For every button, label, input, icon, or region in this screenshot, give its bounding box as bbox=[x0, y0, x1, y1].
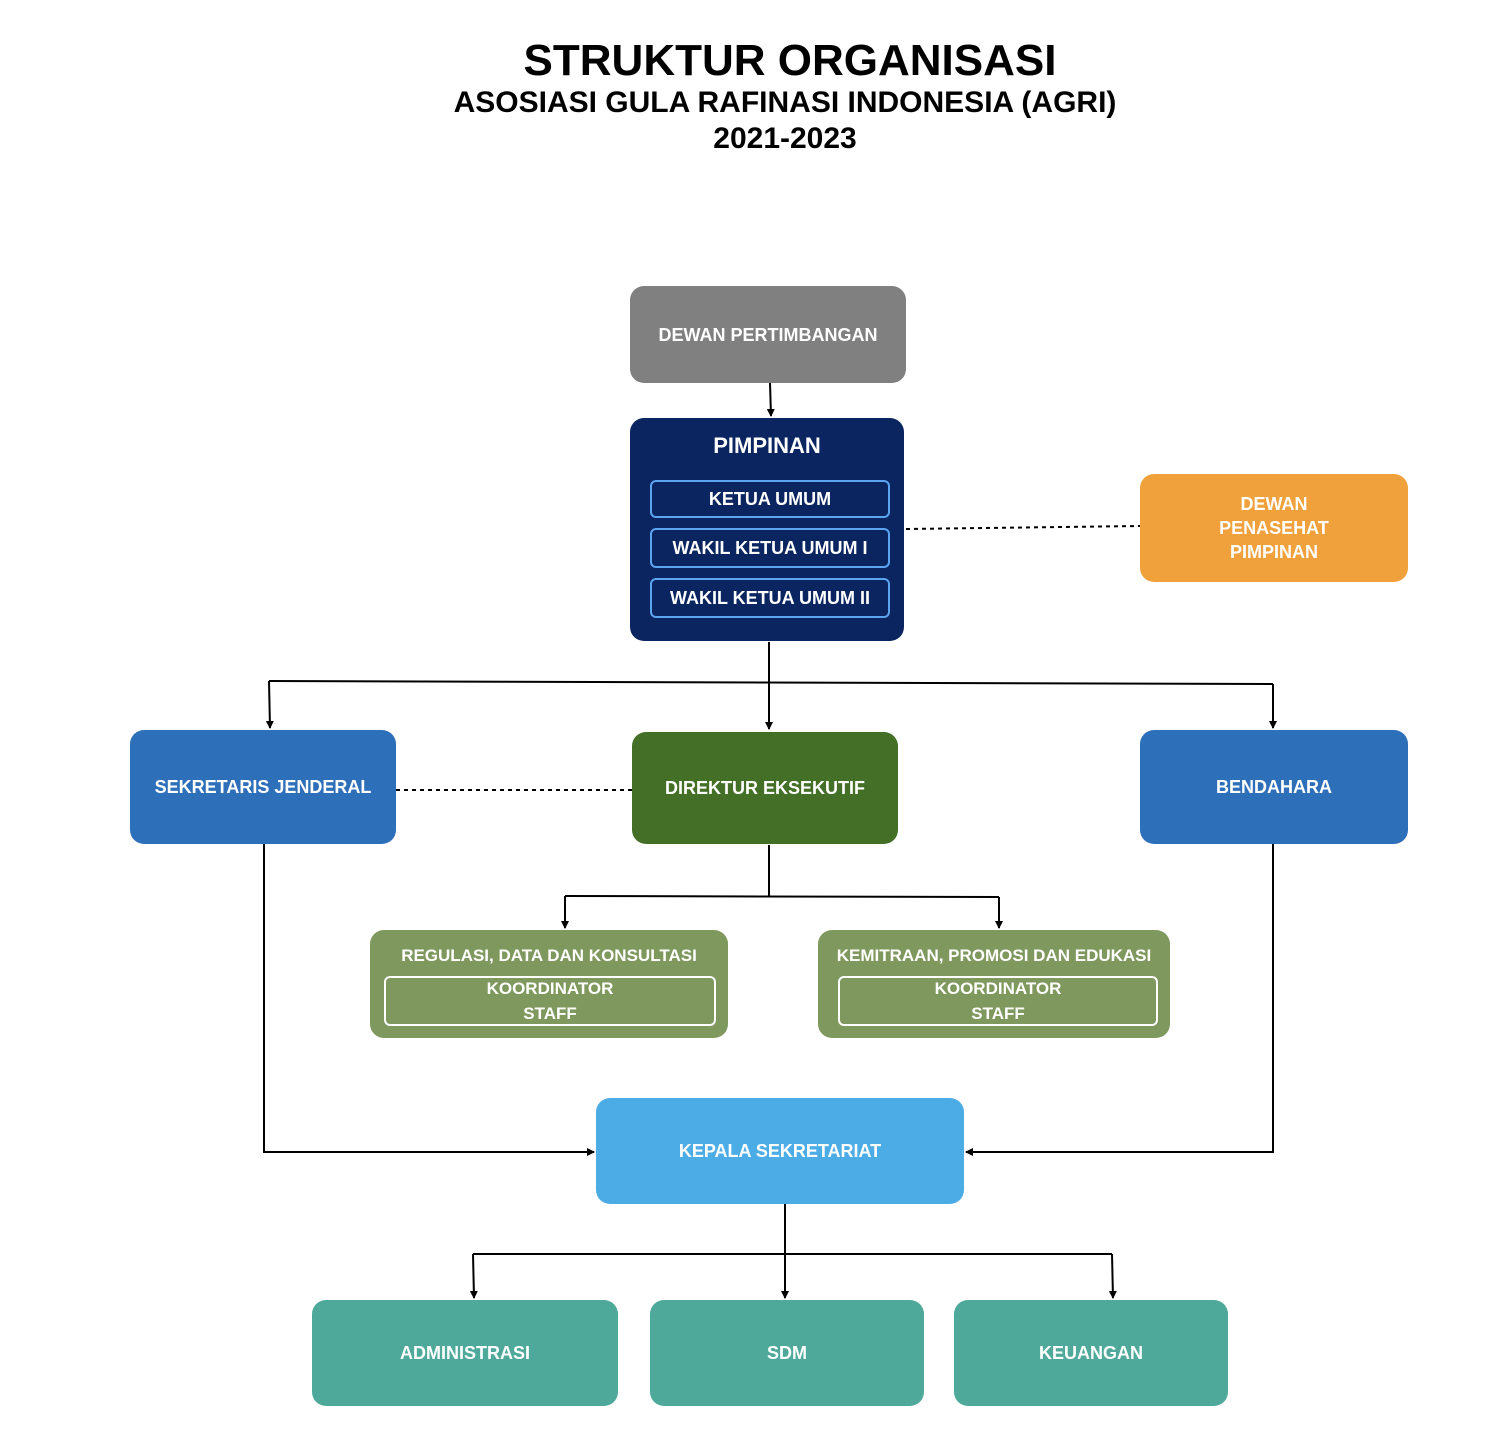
dewan-penasehat-line-3: PIMPINAN bbox=[1229, 542, 1318, 562]
administrasi-label: ADMINISTRASI bbox=[400, 1343, 530, 1363]
connector-pimpinan-penasehat bbox=[905, 525, 1141, 530]
wakil-ketua-umum-i-box: WAKIL KETUA UMUM I bbox=[650, 528, 890, 568]
bendahara-box: BENDAHARA bbox=[1140, 730, 1408, 844]
connector-dp-pimpinan bbox=[766, 382, 775, 417]
connector-sekjen-kepala bbox=[263, 843, 595, 1156]
kemitraan-title: KEMITRAAN, PROMOSI DAN EDUKASI bbox=[836, 946, 1152, 965]
chart-title: STRUKTUR ORGANISASI bbox=[523, 36, 1057, 85]
dewan-pertimbangan-label: DEWAN PERTIMBANGAN bbox=[658, 324, 878, 345]
direktur-eksekutif-box: DIREKTUR EKSEKUTIF bbox=[632, 732, 898, 844]
regulasi-box: REGULASI, DATA DAN KONSULTASI KOORDINATO… bbox=[370, 930, 728, 1038]
dewan-penasehat-line-2: PENASEHAT bbox=[1219, 518, 1329, 538]
connector-division-bar bbox=[564, 895, 1000, 898]
dewan-penasehat-line-1: DEWAN bbox=[1240, 494, 1308, 514]
kemitraan-role-koordinator: KOORDINATOR bbox=[934, 979, 1062, 998]
administrasi-box: ADMINISTRASI bbox=[312, 1300, 618, 1406]
ketua-umum-box: KETUA UMUM bbox=[650, 480, 890, 518]
kemitraan-roles-box: KOORDINATOR STAFF bbox=[838, 976, 1158, 1026]
connector-to-administrasi bbox=[469, 1253, 478, 1299]
dewan-pertimbangan-box: DEWAN PERTIMBANGAN bbox=[630, 286, 906, 383]
regulasi-role-koordinator: KOORDINATOR bbox=[486, 979, 614, 998]
connector-top-bar bbox=[268, 680, 1274, 685]
connector-to-sekjen bbox=[265, 680, 274, 729]
dewan-penasehat-box: DEWAN PENASEHAT PIMPINAN bbox=[1140, 474, 1408, 582]
pimpinan-box: PIMPINAN KETUA UMUM WAKIL KETUA UMUM I W… bbox=[630, 418, 904, 641]
kepala-sekretariat-box: KEPALA SEKRETARIAT bbox=[596, 1098, 964, 1204]
bendahara-label: BENDAHARA bbox=[1216, 777, 1332, 797]
kepala-sekretariat-label: KEPALA SEKRETARIAT bbox=[678, 1141, 882, 1161]
regulasi-role-staff: STAFF bbox=[523, 1004, 577, 1023]
keuangan-box: KEUANGAN bbox=[954, 1300, 1228, 1406]
regulasi-title: REGULASI, DATA DAN KONSULTASI bbox=[401, 946, 697, 965]
keuangan-label: KEUANGAN bbox=[1038, 1343, 1143, 1363]
kemitraan-role-staff: STAFF bbox=[971, 1004, 1025, 1023]
sekretaris-jenderal-box: SEKRETARIS JENDERAL bbox=[130, 730, 396, 844]
pimpinan-title: PIMPINAN bbox=[713, 433, 821, 458]
wakil-ketua-umum-ii-box: WAKIL KETUA UMUM II bbox=[650, 578, 890, 618]
sdm-box: SDM bbox=[650, 1300, 924, 1406]
chart-period: 2021-2023 bbox=[713, 122, 857, 155]
kemitraan-box: KEMITRAAN, PROMOSI DAN EDUKASI KOORDINAT… bbox=[818, 930, 1170, 1038]
connector-to-keuangan bbox=[1108, 1253, 1117, 1299]
sekretaris-jenderal-label: SEKRETARIS JENDERAL bbox=[154, 777, 372, 797]
regulasi-roles-box: KOORDINATOR STAFF bbox=[384, 976, 716, 1026]
chart-subtitle: ASOSIASI GULA RAFINASI INDONESIA (AGRI) bbox=[453, 86, 1117, 119]
sdm-label: SDM bbox=[767, 1343, 807, 1363]
connector-bendahara-kepala bbox=[965, 843, 1274, 1156]
direktur-eksekutif-label: DIREKTUR EKSEKUTIF bbox=[664, 778, 865, 798]
